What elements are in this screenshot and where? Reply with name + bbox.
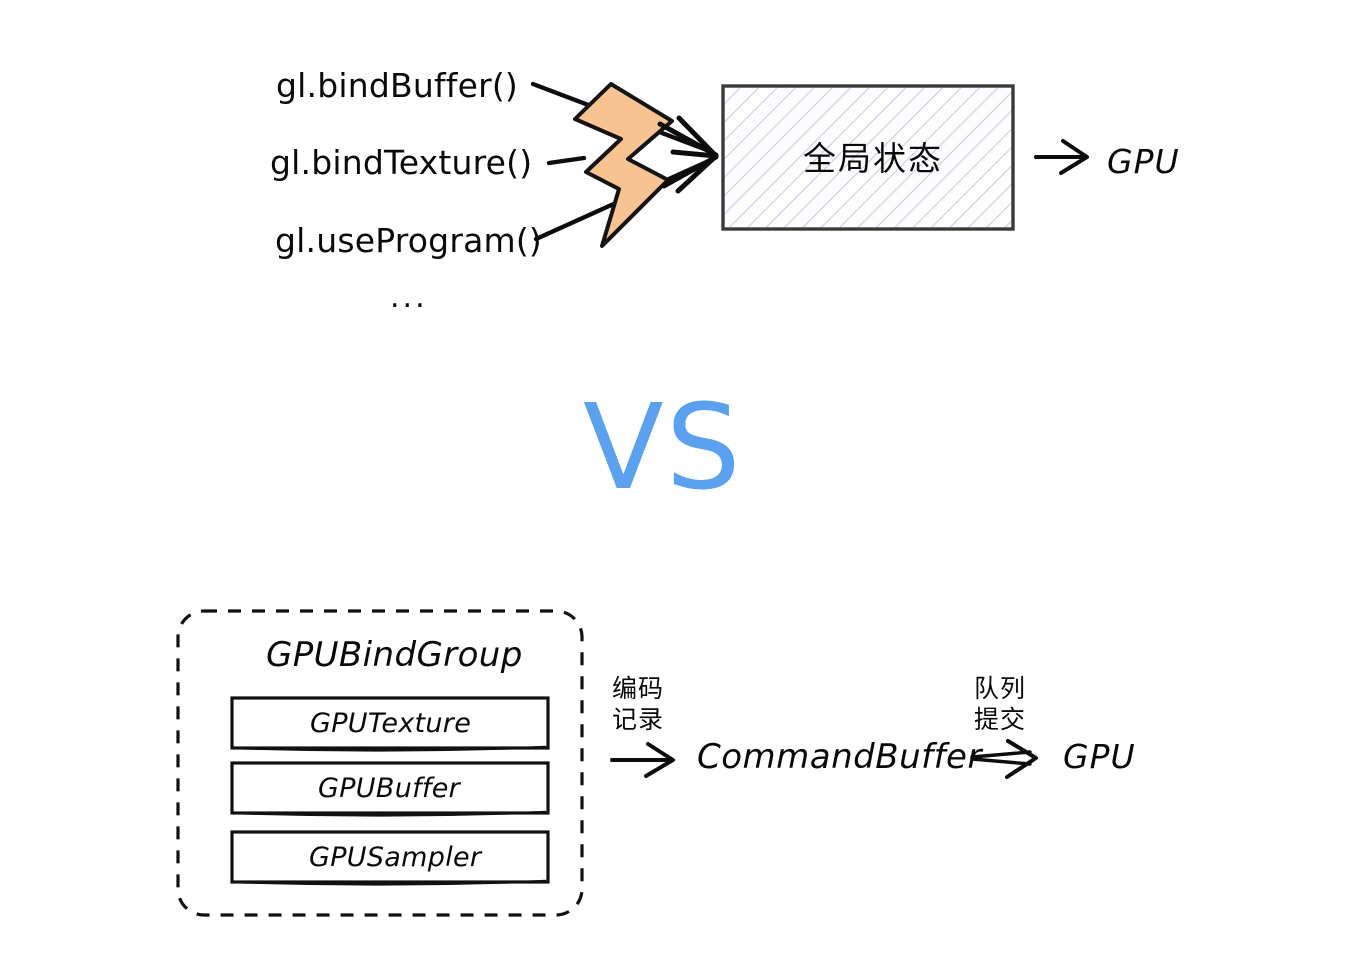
submit-annotation-line1: 队列	[974, 674, 1027, 703]
global-state-box	[721, 84, 1015, 231]
api-call-label-useprogram: gl.useProgram()	[275, 221, 542, 260]
api-call-label-bindtexture: gl.bindTexture()	[270, 143, 533, 182]
state-box-inbound-arrow	[657, 115, 719, 194]
resource-box-texture	[230, 696, 550, 752]
bind-group-container	[176, 609, 584, 917]
comparison-vs-label: VS	[583, 378, 743, 516]
lightning-bolt-icon	[573, 82, 674, 248]
state-to-gpu-arrow	[1034, 139, 1089, 175]
resource-label-sampler: GPUSampler	[309, 842, 482, 873]
resource-label-buffer: GPUBuffer	[318, 773, 461, 804]
submit-arrow	[970, 739, 1038, 779]
api-call-more-indicator: ...	[390, 280, 428, 315]
gpu-target-label-webgpu: GPU	[1063, 737, 1136, 776]
submit-annotation-line2: 提交	[974, 705, 1027, 734]
encode-annotation-line2: 记录	[612, 705, 665, 734]
bind-group-title: GPUBindGroup	[266, 635, 523, 675]
encode-arrow	[610, 742, 675, 778]
resource-box-sampler	[230, 830, 550, 886]
resource-box-buffer	[230, 761, 550, 817]
encode-annotation-line1: 编码	[612, 674, 665, 703]
resource-label-texture: GPUTexture	[310, 708, 472, 739]
api-call-label-bindbuffer: gl.bindBuffer()	[276, 66, 518, 105]
command-buffer-label: CommandBuffer	[697, 737, 982, 777]
global-state-box-label: 全局状态	[803, 139, 943, 178]
gpu-target-label-webgl: GPU	[1107, 142, 1180, 181]
